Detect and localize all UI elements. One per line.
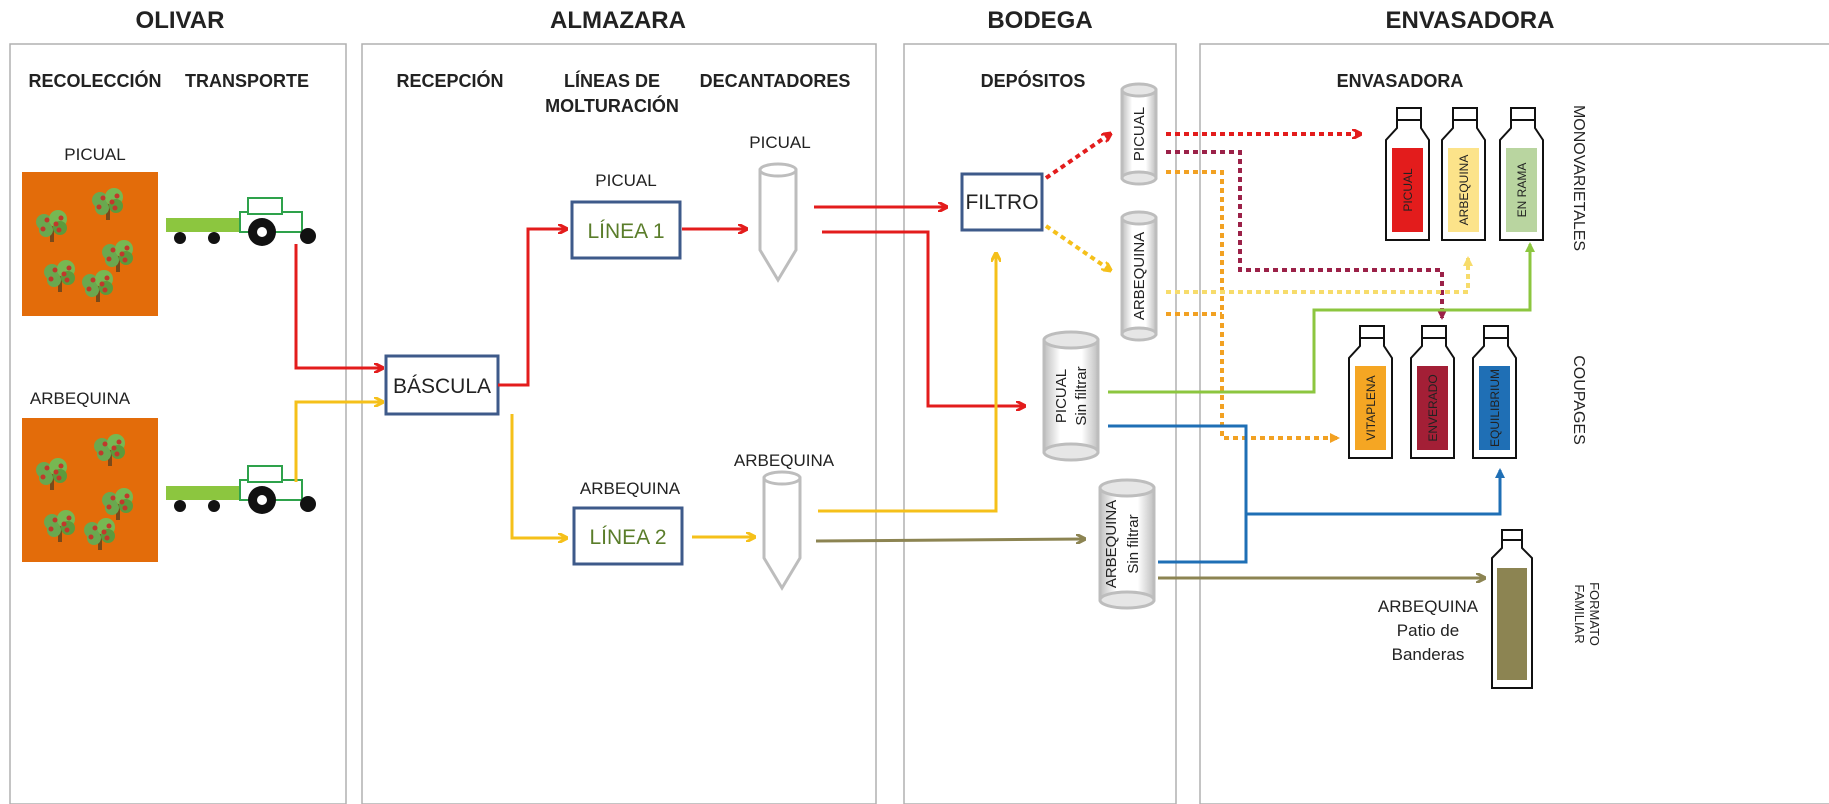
section-frame-olivar xyxy=(9,43,347,804)
bottle-enverado xyxy=(1410,325,1455,459)
header-recoleccion: RECOLECCIÓN xyxy=(28,70,161,91)
tank-label-arbequina: ARBEQUINA xyxy=(1131,232,1148,320)
tank-label-arbequina-sf-1: ARBEQUINA xyxy=(1103,500,1120,588)
flow-picual-tank-to-enverado xyxy=(1166,150,1447,320)
tank-arbequina-sin-filtrar xyxy=(1098,478,1156,610)
familiar-label-2: Patio de xyxy=(1397,621,1459,640)
flow-bascula-to-linea1 xyxy=(498,229,566,387)
bottle-label-picual: PICUAL xyxy=(1401,168,1415,212)
header-recepcion: RECEPCIÓN xyxy=(396,70,503,91)
box-label-filtro: FILTRO xyxy=(965,191,1038,214)
decanter-label-picual: PICUAL xyxy=(749,133,810,152)
flow-picual-tank-to-vitaplena xyxy=(1166,170,1340,443)
bottle-label-equilibrium: EQUILIBRIUM xyxy=(1488,369,1502,447)
box-filtro xyxy=(960,172,1044,232)
header-transporte: TRANSPORTE xyxy=(185,71,309,91)
tank-label-picual: PICUAL xyxy=(1131,107,1148,161)
tank-label-arbequina-sf-2: Sin filtrar xyxy=(1125,514,1142,573)
header-depositos: DEPÓSITOS xyxy=(981,70,1086,91)
field-label-picual: PICUAL xyxy=(64,145,125,164)
bottle-picual xyxy=(1385,107,1430,241)
tractor-icon xyxy=(166,197,316,246)
section-title-bodega: BODEGA xyxy=(987,7,1092,34)
flow-arbequina-decanter-to-sinfiltrar xyxy=(815,539,1084,541)
header-lineas-line2: MOLTURACIÓN xyxy=(545,95,679,116)
decanter-picual xyxy=(758,162,798,283)
line-label-picual: PICUAL xyxy=(595,171,656,190)
section-frame-bodega xyxy=(903,43,1177,804)
side-label-formato: FORMATO xyxy=(1587,582,1602,646)
flow-filtro-to-picual-tank xyxy=(1044,134,1110,180)
bottle-equilibrium xyxy=(1472,325,1517,459)
flow-filtro-to-arbequina-tank xyxy=(1044,224,1110,270)
bottle-arbequina xyxy=(1441,107,1486,241)
box-linea-1 xyxy=(570,200,682,260)
bottle-label-arbequina: ARBEQUINA xyxy=(1457,155,1471,226)
bottle-label-vitaplena: VITAPLENA xyxy=(1364,375,1378,440)
flow-arbequina-sf-to-equilibrium xyxy=(1158,514,1248,564)
bottle-vitaplena xyxy=(1348,325,1393,459)
familiar-label-1: ARBEQUINA xyxy=(1378,597,1479,616)
decanter-label-arbequina: ARBEQUINA xyxy=(734,451,835,470)
bottle-label-enverado: ENVERADO xyxy=(1426,374,1440,441)
flow-picual-sf-to-en-rama xyxy=(1108,242,1535,394)
line-label-arbequina: ARBEQUINA xyxy=(580,479,681,498)
tractor-icon xyxy=(166,465,316,514)
flow-picual-to-bascula xyxy=(294,244,382,368)
bottle-label-en-rama: EN RAMA xyxy=(1515,163,1529,218)
tank-picual-sin-filtrar xyxy=(1042,330,1100,462)
tank-label-picual-sf-2: Sin filtrar xyxy=(1073,366,1090,425)
section-frame-envasadora xyxy=(1199,43,1829,804)
section-title-olivar: OLIVAR xyxy=(136,7,225,34)
box-label-linea-2: LÍNEA 2 xyxy=(589,526,666,549)
section-title-almazara: ALMAZARA xyxy=(550,7,686,34)
flow-arbequina-decanter-to-filtro xyxy=(818,254,996,513)
box-label-linea-1: LÍNEA 1 xyxy=(587,220,664,243)
flow-picual-decanter-to-sinfiltrar xyxy=(822,230,1024,406)
tank-label-picual-sf-1: PICUAL xyxy=(1053,369,1070,423)
header-decantadores: DECANTADORES xyxy=(700,71,851,91)
flow-arbequina-to-bascula xyxy=(294,402,382,482)
flow-arbequina-tank-to-bottle xyxy=(1166,256,1473,294)
section-frame-almazara xyxy=(361,43,877,804)
side-label-familiar: FAMILIAR xyxy=(1572,584,1587,643)
bottle-formato-familiar xyxy=(1491,529,1533,689)
box-linea-2 xyxy=(572,506,684,566)
section-title-envasadora: ENVASADORA xyxy=(1386,7,1555,34)
tank-picual xyxy=(1120,82,1158,186)
header-lineas-line1: LÍNEAS DE xyxy=(564,70,660,91)
side-label-monovarietales: MONOVARIETALES xyxy=(1570,105,1587,251)
box-label-bascula: BÁSCULA xyxy=(393,375,491,398)
bottle-en-rama xyxy=(1499,107,1544,241)
decanter-arbequina xyxy=(762,470,802,591)
header-envasadora: ENVASADORA xyxy=(1337,71,1464,91)
flow-bascula-to-linea2 xyxy=(510,414,566,538)
familiar-label-3: Banderas xyxy=(1392,645,1465,664)
side-label-coupages: COUPAGES xyxy=(1570,355,1587,445)
tank-arbequina xyxy=(1120,210,1158,342)
field-label-arbequina: ARBEQUINA xyxy=(30,389,131,408)
